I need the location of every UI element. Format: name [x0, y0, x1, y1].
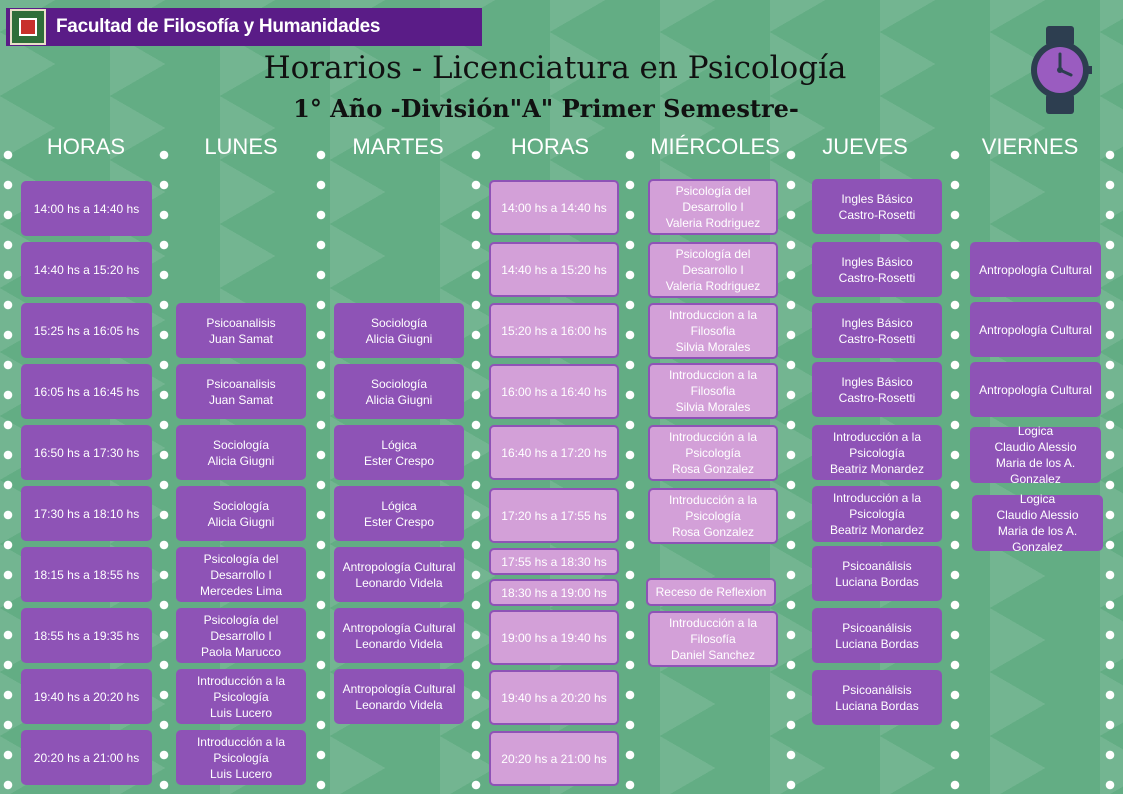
miercoles-class: Psicología del Desarrollo I Valeria Rodr…	[648, 179, 778, 235]
university-crest-icon	[10, 9, 46, 45]
viernes-class: Logica Claudio Alessio Maria de los A. G…	[970, 424, 1101, 486]
hora-slot: 19:00 hs a 19:40 hs	[489, 610, 619, 665]
lunes-class: Psicología del Desarrollo I Paola Marucc…	[176, 608, 306, 663]
hora-slot: 14:00 hs a 14:40 hs	[489, 180, 619, 235]
martes-class: Antropología Cultural Leonardo Videla	[334, 547, 464, 602]
jueves-class: Introducción a la Psicología Beatriz Mon…	[812, 486, 942, 542]
martes-class: Lógica Ester Crespo	[334, 425, 464, 480]
jueves-class: Ingles Básico Castro-Rosetti	[812, 303, 942, 358]
hora-slot: 18:30 hs a 19:00 hs	[489, 579, 619, 606]
header-martes: MARTES	[352, 134, 444, 159]
martes-class: Sociología Alicia Giugni	[334, 364, 464, 419]
lunes-class: Psicoanalisis Juan Samat	[176, 364, 306, 419]
jueves-class: Introducción a la Psicología Beatriz Mon…	[812, 425, 942, 480]
hora-slot: 14:00 hs a 14:40 hs	[21, 181, 152, 236]
jueves-class: Psicoanálisis Luciana Bordas	[812, 608, 942, 663]
hora-slot: 16:40 hs a 17:20 hs	[489, 425, 619, 480]
miercoles-class: Introducción a la Filosofía Daniel Sanch…	[648, 611, 778, 667]
jueves-class: Ingles Básico Castro-Rosetti	[812, 242, 942, 297]
lunes-class: Introducción a la Psicología Luis Lucero	[176, 730, 306, 785]
dot-separator	[316, 140, 326, 790]
page-subtitle: 1° Año -División"A" Primer Semestre-	[293, 94, 799, 123]
header-lunes: LUNES	[204, 134, 278, 159]
dot-separator	[471, 140, 481, 790]
miercoles-class: Introduccion a la Filosofia Silvia Moral…	[648, 363, 778, 419]
viernes-class: Antropología Cultural	[970, 362, 1101, 417]
miercoles-class: Introduccion a la Filosofia Silvia Moral…	[648, 303, 778, 359]
jueves-class: Psicoanálisis Luciana Bordas	[812, 670, 942, 725]
receso-block: Receso de Reflexion	[646, 578, 776, 606]
dot-separator	[625, 140, 635, 790]
viernes-class: Antropología Cultural	[970, 242, 1101, 297]
lunes-class: Sociología Alicia Giugni	[176, 486, 306, 541]
dot-separator	[1105, 140, 1115, 790]
hora-slot: 17:55 hs a 18:30 hs	[489, 548, 619, 575]
hora-slot: 14:40 hs a 15:20 hs	[21, 242, 152, 297]
jueves-class: Ingles Básico Castro-Rosetti	[812, 179, 942, 234]
viernes-class: Antropología Cultural	[970, 302, 1101, 357]
wristwatch-icon	[1031, 26, 1092, 114]
martes-class: Antropología Cultural Leonardo Videla	[334, 669, 464, 724]
hora-slot: 14:40 hs a 15:20 hs	[489, 242, 619, 297]
hora-slot: 17:30 hs a 18:10 hs	[21, 486, 152, 541]
hora-slot: 15:20 hs a 16:00 hs	[489, 303, 619, 358]
hora-slot: 16:00 hs a 16:40 hs	[489, 364, 619, 419]
miercoles-class: Psicología del Desarrollo I Valeria Rodr…	[648, 242, 778, 298]
miercoles-class: Introducción a la Psicología Rosa Gonzal…	[648, 425, 778, 481]
lunes-class: Introducción a la Psicología Luis Lucero	[176, 669, 306, 724]
faculty-name: Facultad de Filosofía y Humanidades	[56, 16, 381, 37]
jueves-class: Psicoanálisis Luciana Bordas	[812, 546, 942, 601]
header-horas-left: HORAS	[46, 134, 126, 159]
header-miercoles: MIÉRCOLES	[650, 134, 780, 159]
header-horas-mid: HORAS	[510, 134, 590, 159]
header-viernes: VIERNES	[981, 134, 1079, 159]
hora-slot: 18:55 hs a 19:35 hs	[21, 608, 152, 663]
hora-slot: 19:40 hs a 20:20 hs	[21, 669, 152, 724]
hora-slot: 19:40 hs a 20:20 hs	[489, 670, 619, 725]
dot-separator	[159, 140, 169, 790]
martes-class: Antropología Cultural Leonardo Videla	[334, 608, 464, 663]
faculty-banner: Facultad de Filosofía y Humanidades	[6, 8, 482, 46]
dot-separator	[950, 140, 960, 790]
hora-slot: 20:20 hs a 21:00 hs	[21, 730, 152, 785]
header-jueves: JUEVES	[822, 134, 908, 159]
hora-slot: 18:15 hs a 18:55 hs	[21, 547, 152, 602]
hora-slot: 16:50 hs a 17:30 hs	[21, 425, 152, 480]
dot-separator	[786, 140, 796, 790]
lunes-class: Psicología del Desarrollo I Mercedes Lim…	[176, 547, 306, 602]
hora-slot: 16:05 hs a 16:45 hs	[21, 364, 152, 419]
viernes-class: Logica Claudio Alessio Maria de los A. G…	[972, 492, 1103, 554]
dot-separator	[3, 140, 13, 790]
martes-class: Lógica Ester Crespo	[334, 486, 464, 541]
page-title: Horarios - Licenciatura en Psicología	[263, 50, 847, 86]
jueves-class: Ingles Básico Castro-Rosetti	[812, 362, 942, 417]
lunes-class: Psicoanalisis Juan Samat	[176, 303, 306, 358]
hora-slot: 20:20 hs a 21:00 hs	[489, 731, 619, 786]
lunes-class: Sociología Alicia Giugni	[176, 425, 306, 480]
hora-slot: 17:20 hs a 17:55 hs	[489, 488, 619, 543]
miercoles-class: Introducción a la Psicología Rosa Gonzal…	[648, 488, 778, 544]
martes-class: Sociología Alicia Giugni	[334, 303, 464, 358]
hora-slot: 15:25 hs a 16:05 hs	[21, 303, 152, 358]
